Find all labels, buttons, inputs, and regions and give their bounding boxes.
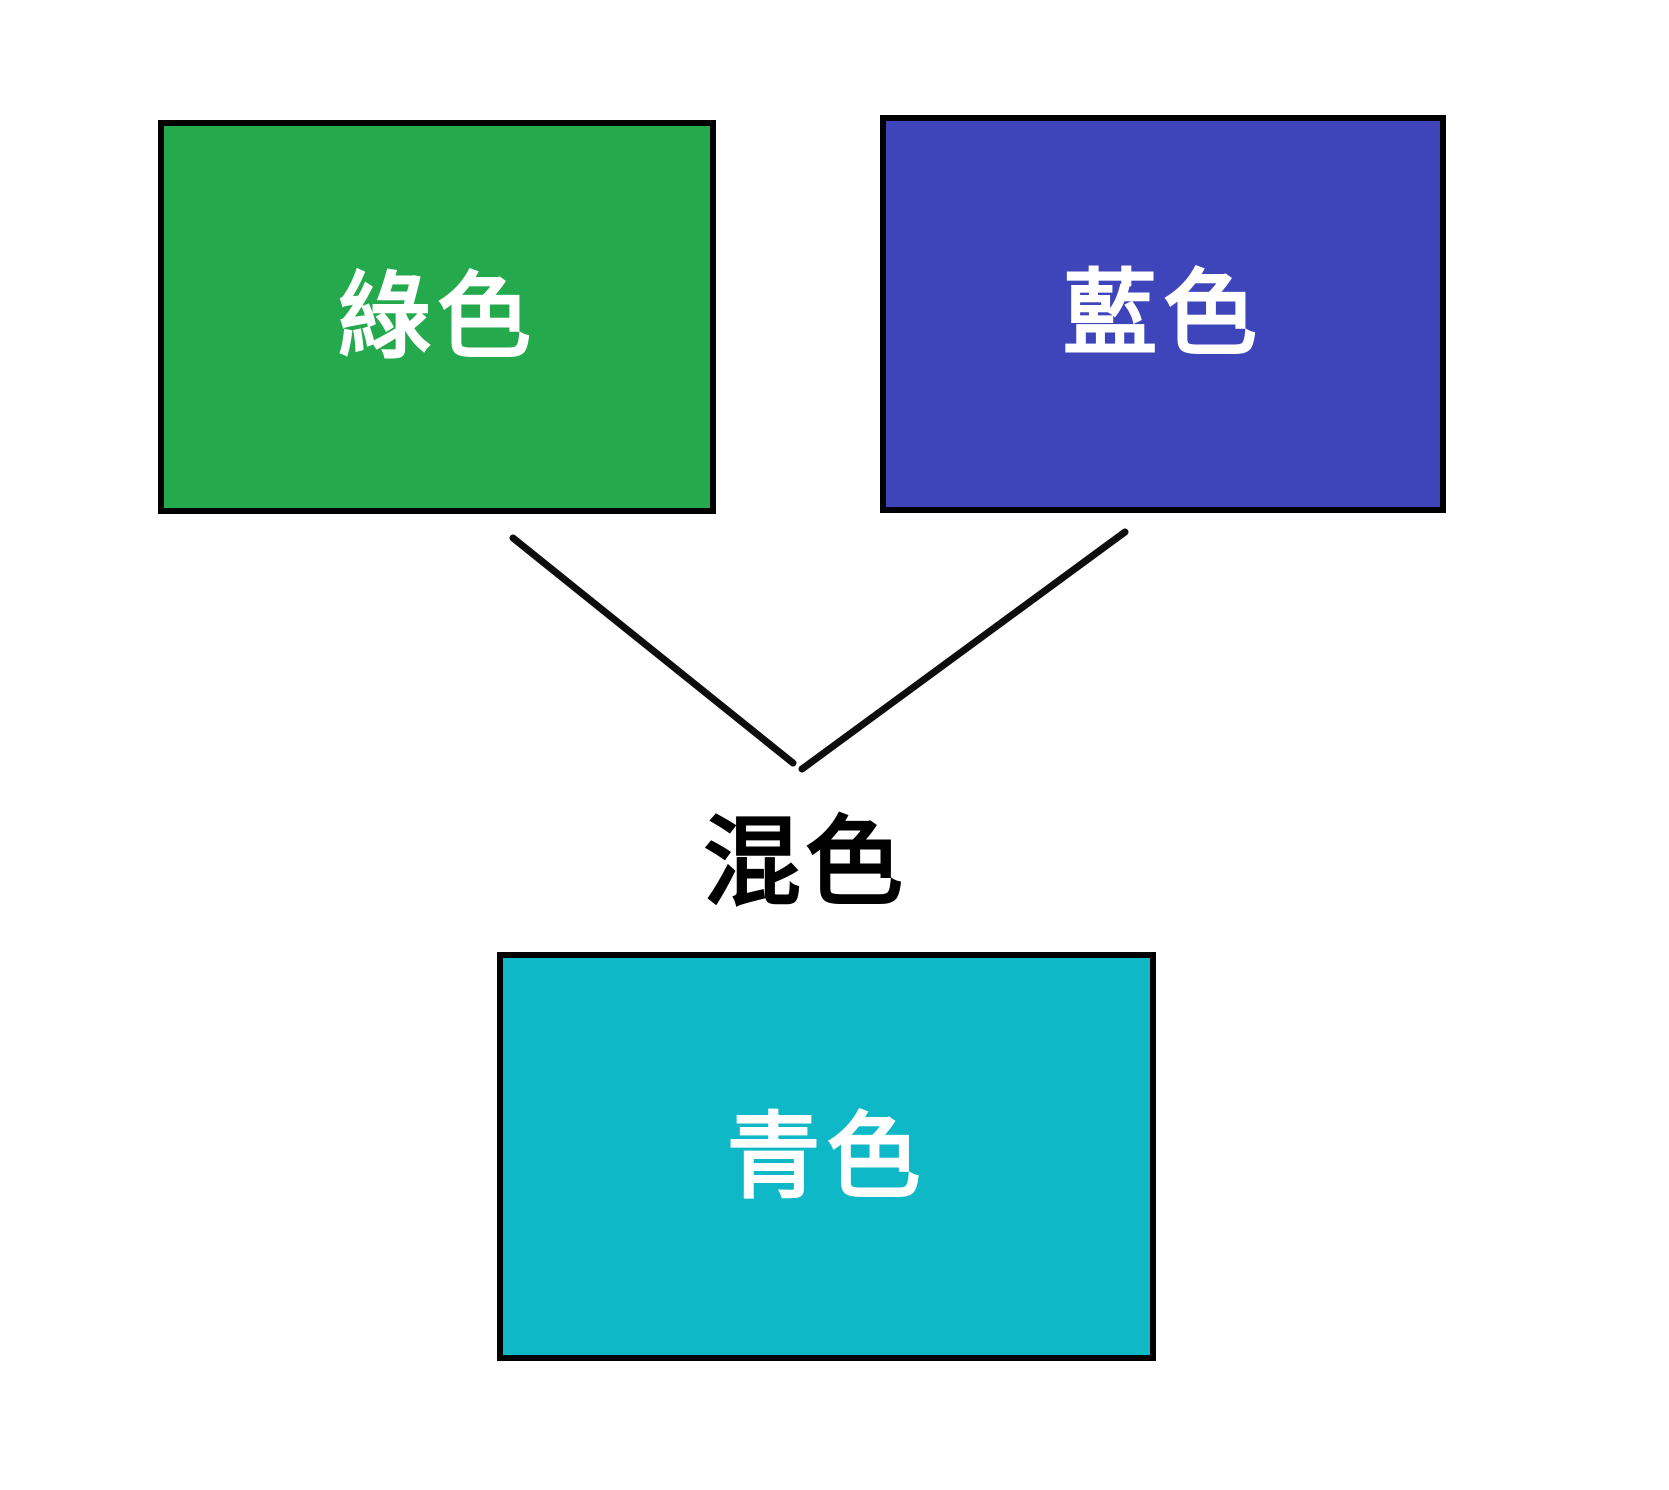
blue-box-label: 藍色 [1062, 261, 1263, 366]
connector-line-right [798, 528, 1129, 773]
blue-color-box: 藍色 [880, 115, 1446, 513]
green-box-label: 綠色 [336, 264, 537, 369]
cyan-color-box: 青色 [497, 952, 1156, 1361]
mix-operation-label: 混色 [702, 807, 908, 917]
connector-line-left [509, 534, 797, 767]
cyan-box-label: 青色 [726, 1103, 927, 1209]
green-color-box: 綠色 [158, 120, 716, 514]
